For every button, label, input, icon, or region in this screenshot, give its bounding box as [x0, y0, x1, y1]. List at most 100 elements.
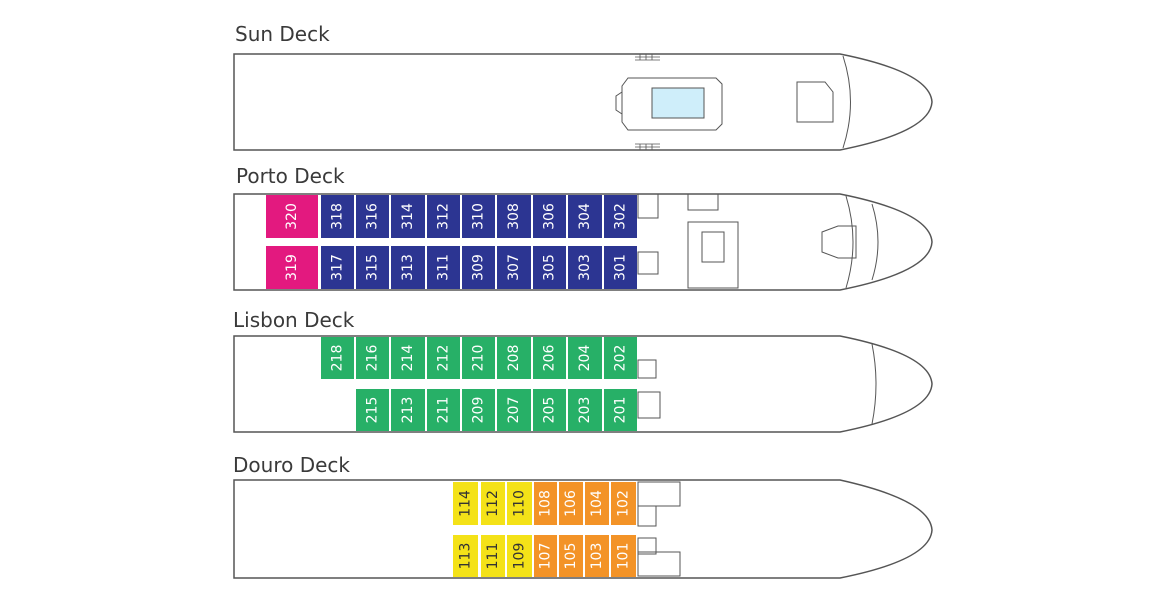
cabin-204[interactable]: 204: [568, 337, 602, 379]
cabin-305[interactable]: 305: [533, 246, 566, 289]
cabin-314[interactable]: 314: [391, 195, 425, 238]
cabin-block[interactable]: [604, 195, 637, 238]
cabin-203[interactable]: 203: [568, 389, 602, 431]
cabin-block[interactable]: [462, 195, 495, 238]
cabin-block[interactable]: [462, 246, 495, 289]
cabin-block[interactable]: [507, 535, 532, 577]
cabin-block[interactable]: [497, 195, 531, 238]
cabin-block[interactable]: [266, 246, 318, 289]
cabin-block[interactable]: [356, 337, 389, 379]
cabin-block[interactable]: [356, 195, 389, 238]
cabin-block[interactable]: [604, 337, 637, 379]
cabin-block[interactable]: [427, 195, 460, 238]
cabin-206[interactable]: 206: [533, 337, 566, 379]
cabin-block[interactable]: [568, 246, 602, 289]
cabin-block[interactable]: [568, 195, 602, 238]
cabin-block[interactable]: [604, 389, 637, 431]
cabin-block[interactable]: [604, 246, 637, 289]
cabin-309[interactable]: 309: [462, 246, 495, 289]
cabin-114[interactable]: 114: [453, 482, 478, 525]
cabin-312[interactable]: 312: [427, 195, 460, 238]
cabin-210[interactable]: 210: [462, 337, 495, 379]
cabin-201[interactable]: 201: [604, 389, 637, 431]
cabin-block[interactable]: [533, 337, 566, 379]
cabin-block[interactable]: [481, 482, 505, 525]
cabin-block[interactable]: [507, 482, 532, 525]
cabin-block[interactable]: [391, 195, 425, 238]
cabin-303[interactable]: 303: [568, 246, 602, 289]
cabin-block[interactable]: [533, 195, 566, 238]
cabin-316[interactable]: 316: [356, 195, 389, 238]
cabin-104[interactable]: 104: [585, 482, 609, 525]
cabin-107[interactable]: 107: [534, 535, 557, 577]
cabin-block[interactable]: [321, 246, 354, 289]
cabin-106[interactable]: 106: [559, 482, 583, 525]
cabin-109[interactable]: 109: [507, 535, 532, 577]
cabin-218[interactable]: 218: [321, 337, 354, 379]
cabin-block[interactable]: [462, 389, 495, 431]
cabin-211[interactable]: 211: [427, 389, 460, 431]
cabin-block[interactable]: [568, 389, 602, 431]
cabin-block[interactable]: [266, 195, 318, 238]
cabin-block[interactable]: [356, 246, 389, 289]
cabin-102[interactable]: 102: [611, 482, 636, 525]
cabin-block[interactable]: [611, 482, 636, 525]
cabin-block[interactable]: [321, 195, 354, 238]
cabin-315[interactable]: 315: [356, 246, 389, 289]
cabin-block[interactable]: [568, 337, 602, 379]
cabin-block[interactable]: [559, 482, 583, 525]
cabin-113[interactable]: 113: [453, 535, 478, 577]
cabin-block[interactable]: [585, 535, 609, 577]
cabin-313[interactable]: 313: [391, 246, 425, 289]
cabin-205[interactable]: 205: [533, 389, 566, 431]
cabin-block[interactable]: [453, 535, 478, 577]
cabin-214[interactable]: 214: [391, 337, 425, 379]
cabin-block[interactable]: [497, 389, 531, 431]
cabin-block[interactable]: [497, 337, 531, 379]
cabin-block[interactable]: [427, 389, 460, 431]
cabin-216[interactable]: 216: [356, 337, 389, 379]
cabin-317[interactable]: 317: [321, 246, 354, 289]
cabin-block[interactable]: [462, 337, 495, 379]
cabin-202[interactable]: 202: [604, 337, 637, 379]
cabin-308[interactable]: 308: [497, 195, 531, 238]
cabin-block[interactable]: [453, 482, 478, 525]
cabin-block[interactable]: [534, 482, 557, 525]
cabin-304[interactable]: 304: [568, 195, 602, 238]
cabin-block[interactable]: [481, 535, 505, 577]
cabin-101[interactable]: 101: [611, 535, 636, 577]
cabin-108[interactable]: 108: [534, 482, 557, 525]
cabin-311[interactable]: 311: [427, 246, 460, 289]
cabin-307[interactable]: 307: [497, 246, 531, 289]
cabin-208[interactable]: 208: [497, 337, 531, 379]
cabin-block[interactable]: [497, 246, 531, 289]
cabin-207[interactable]: 207: [497, 389, 531, 431]
cabin-block[interactable]: [427, 337, 460, 379]
cabin-320[interactable]: 320: [266, 195, 318, 238]
cabin-block[interactable]: [559, 535, 583, 577]
cabin-111[interactable]: 111: [481, 535, 505, 577]
cabin-319[interactable]: 319: [266, 246, 318, 289]
cabin-215[interactable]: 215: [356, 389, 389, 431]
cabin-209[interactable]: 209: [462, 389, 495, 431]
cabin-block[interactable]: [534, 535, 557, 577]
cabin-block[interactable]: [321, 337, 354, 379]
cabin-block[interactable]: [533, 246, 566, 289]
cabin-103[interactable]: 103: [585, 535, 609, 577]
cabin-213[interactable]: 213: [391, 389, 425, 431]
cabin-302[interactable]: 302: [604, 195, 637, 238]
cabin-block[interactable]: [585, 482, 609, 525]
cabin-212[interactable]: 212: [427, 337, 460, 379]
cabin-112[interactable]: 112: [481, 482, 505, 525]
cabin-105[interactable]: 105: [559, 535, 583, 577]
cabin-110[interactable]: 110: [507, 482, 532, 525]
cabin-block[interactable]: [391, 389, 425, 431]
cabin-310[interactable]: 310: [462, 195, 495, 238]
cabin-301[interactable]: 301: [604, 246, 637, 289]
cabin-block[interactable]: [391, 246, 425, 289]
cabin-block[interactable]: [427, 246, 460, 289]
cabin-block[interactable]: [356, 389, 389, 431]
cabin-block[interactable]: [533, 389, 566, 431]
cabin-block[interactable]: [611, 535, 636, 577]
cabin-318[interactable]: 318: [321, 195, 354, 238]
